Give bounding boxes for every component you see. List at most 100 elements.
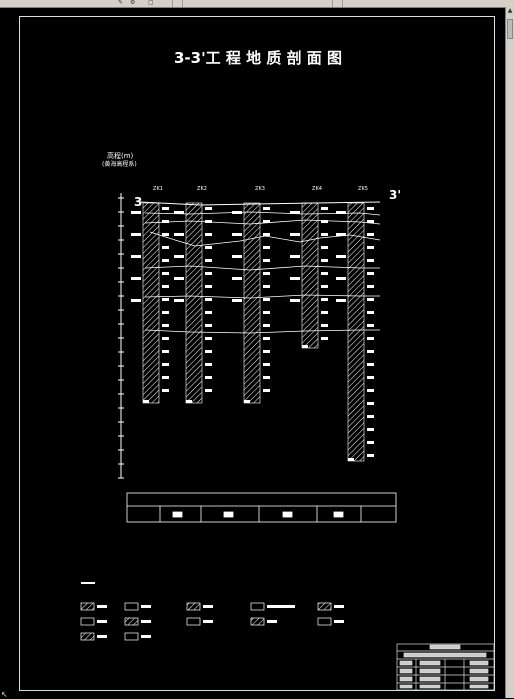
depth-mark — [131, 299, 141, 302]
depth-mark — [367, 441, 374, 444]
depth-mark — [263, 285, 270, 288]
depth-mark — [321, 246, 328, 249]
depth-mark — [162, 207, 169, 210]
legend-swatch — [250, 602, 265, 611]
depth-mark — [131, 255, 141, 258]
legend-swatch — [250, 617, 265, 626]
depth-mark — [367, 415, 374, 418]
depth-mark — [174, 211, 184, 214]
section-start-mark: 3 — [134, 195, 142, 209]
drawing-frame — [19, 16, 495, 691]
depth-mark — [367, 259, 374, 262]
depth-mark — [321, 324, 328, 327]
depth-mark — [143, 400, 149, 403]
depth-mark — [367, 298, 374, 301]
elevation-axis — [118, 193, 124, 479]
depth-mark — [263, 220, 270, 223]
depth-mark — [131, 233, 141, 236]
depth-mark — [367, 389, 374, 392]
toolbar-separator — [172, 0, 173, 7]
depth-mark — [367, 246, 374, 249]
depth-mark — [174, 233, 184, 236]
depth-mark — [367, 376, 374, 379]
depth-mark — [367, 285, 374, 288]
borehole-label: ZK1 — [153, 186, 163, 192]
depth-mark — [205, 207, 212, 210]
depth-mark — [290, 211, 300, 214]
depth-mark — [367, 363, 374, 366]
legend-label-mark — [203, 620, 213, 623]
borehole-zk4: ZK4 — [301, 186, 322, 349]
depth-mark — [367, 272, 374, 275]
depth-mark — [321, 337, 328, 340]
depth-mark — [205, 311, 212, 314]
depth-mark — [232, 233, 242, 236]
depth-mark — [336, 233, 346, 236]
depth-mark — [232, 299, 242, 302]
depth-mark — [232, 255, 242, 258]
borehole-zk2: ZK2 — [185, 186, 207, 404]
depth-mark — [263, 324, 270, 327]
depth-mark — [162, 311, 169, 314]
depth-mark — [162, 337, 169, 340]
cad-toolbar-icon[interactable]: ▢ — [148, 0, 154, 6]
depth-mark — [302, 345, 308, 348]
borehole-zk1: ZK1 — [142, 186, 163, 404]
toolbar-separator — [332, 0, 333, 7]
depth-mark — [263, 337, 270, 340]
drawing-title: 3-3'工 程 地 质 剖 面 图 — [174, 49, 342, 67]
depth-mark — [162, 272, 169, 275]
depth-mark — [205, 285, 212, 288]
legend-swatch — [124, 602, 139, 611]
depth-mark — [263, 259, 270, 262]
depth-mark — [263, 389, 270, 392]
depth-mark — [174, 299, 184, 302]
depth-mark — [367, 428, 374, 431]
depth-mark — [205, 233, 212, 236]
depth-mark — [205, 298, 212, 301]
depth-mark — [290, 255, 300, 258]
depth-mark — [290, 299, 300, 302]
depth-mark — [244, 400, 250, 403]
toolbar-separator — [342, 0, 343, 7]
depth-mark — [162, 285, 169, 288]
depth-mark — [162, 220, 169, 223]
depth-mark — [336, 255, 346, 258]
axis-label: 高程(m) — [107, 151, 134, 160]
depth-mark — [367, 402, 374, 405]
cad-toolbar: ✎ ⚙ ▢ — [0, 0, 514, 8]
legend-swatch — [186, 602, 201, 611]
depth-mark — [205, 363, 212, 366]
depth-mark — [162, 233, 169, 236]
depth-mark — [131, 277, 141, 280]
depth-mark — [290, 233, 300, 236]
axis-sublabel: (黄海高程系) — [102, 160, 137, 168]
depth-mark — [205, 272, 212, 275]
depth-mark — [232, 277, 242, 280]
depth-mark — [186, 400, 192, 403]
depth-mark — [367, 233, 374, 236]
scroll-thumb[interactable] — [507, 19, 513, 39]
depth-mark — [162, 376, 169, 379]
legend-label-mark — [267, 620, 277, 623]
scroll-up-icon[interactable]: ▲ — [507, 7, 513, 14]
section-end-mark: 3' — [389, 188, 401, 202]
depth-mark — [263, 233, 270, 236]
depth-mark — [321, 259, 328, 262]
depth-mark — [263, 363, 270, 366]
depth-mark — [263, 376, 270, 379]
vertical-scrollbar[interactable]: ▲ — [505, 7, 514, 698]
cad-toolbar-icon[interactable]: ⚙ — [130, 0, 136, 6]
depth-mark — [263, 207, 270, 210]
legend-label-mark — [141, 605, 151, 608]
depth-mark — [205, 337, 212, 340]
legend-swatch — [124, 632, 139, 641]
cad-toolbar-icon[interactable]: ✎ — [118, 0, 124, 6]
borehole-label: ZK2 — [197, 186, 207, 192]
stratum-boundaries — [144, 211, 381, 334]
depth-mark — [162, 259, 169, 262]
legend-label-mark — [334, 605, 344, 608]
borehole-label: ZK3 — [255, 186, 265, 192]
depth-mark — [348, 458, 354, 461]
